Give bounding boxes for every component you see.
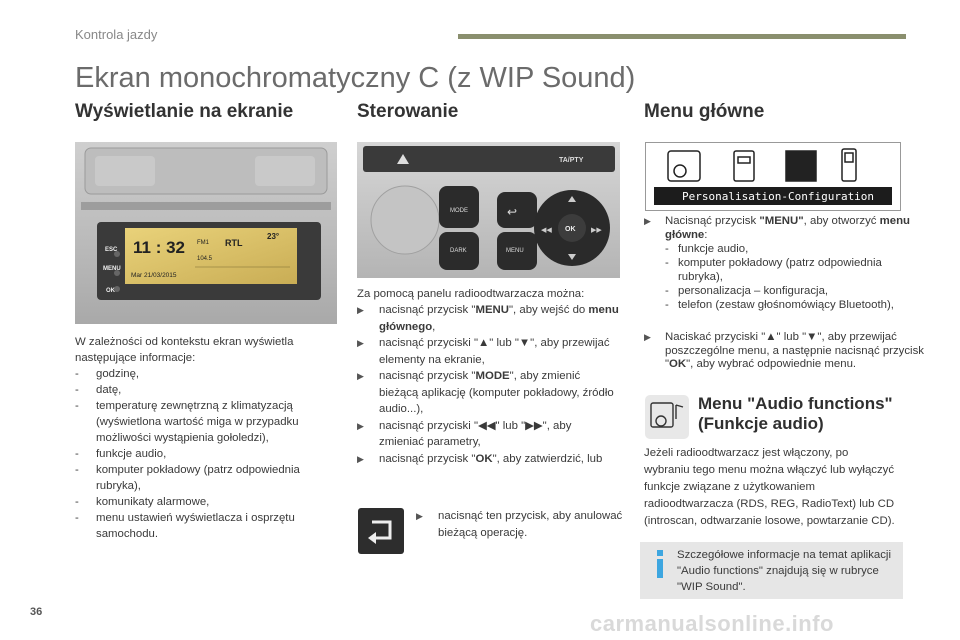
info-text: Szczegółowe informacje na temat aplikacj…	[677, 549, 891, 593]
list-item: ▶nacisnąć przycisk "MENU", aby wejść do …	[357, 304, 619, 333]
back-button-small[interactable]	[497, 192, 537, 228]
ok-label: OK	[106, 288, 116, 294]
display-fm: FM1	[197, 240, 210, 246]
esc-label: ESC	[105, 247, 118, 253]
list-item: ▶nacisnąć przycisk "MODE", aby zmienić b…	[357, 370, 614, 415]
heading-main-menu: Menu główne	[644, 101, 765, 122]
info-icon	[657, 550, 663, 578]
display-date: Mar 21/03/2015	[131, 272, 177, 279]
dark-button-label: DARK	[450, 248, 467, 254]
page-number: 36	[30, 606, 43, 618]
display-intro: W zależności od kontekstu ekran wyświetl…	[75, 336, 294, 364]
page-title: Ekran monochromatyczny C (z WIP Sound)	[75, 62, 636, 94]
section-label: Kontrola jazdy	[75, 27, 158, 42]
info-box: Szczegółowe informacje na temat aplikacj…	[640, 542, 903, 599]
audio-functions-text: Jeżeli radioodtwarzacz jest włączony, po…	[644, 447, 895, 527]
audio-functions-icon	[645, 395, 689, 439]
main-menu-text-2: ▶Naciskać przyciski "▲" lub "▼", aby prz…	[644, 331, 924, 370]
back-button-text: ▶nacisnąć ten przycisk, aby anulować bie…	[416, 510, 623, 539]
list-item: komputer pokładowy (patrz odpowiednia ru…	[75, 462, 327, 494]
menu-button[interactable]	[497, 232, 537, 270]
watermark: carmanualsonline.info	[590, 611, 834, 636]
list-item: menu ustawień wyświetlacza i osprzętu sa…	[75, 510, 327, 542]
audio-functions-title: Menu "Audio functions" (Funkcje audio)	[698, 394, 893, 433]
controls-intro: Za pomocą panelu radioodtwarzacza można:	[357, 288, 585, 300]
control-panel-photo: TA/PTY MODE DARK ↩ MENU OK ◀◀ ▶▶	[357, 142, 620, 278]
svg-text:↩: ↩	[507, 205, 517, 219]
display-photo: ESC MENU OK 11 : 32 Mar 21/03/2015 FM1 R…	[75, 142, 337, 324]
back-button-icon	[358, 508, 404, 554]
ta-pty-label: TA/PTY	[559, 157, 584, 164]
dark-button[interactable]	[439, 232, 479, 270]
header-rule	[458, 34, 906, 39]
mode-button-label: MODE	[450, 208, 468, 214]
list-item: datę,	[75, 382, 327, 398]
display-info-list: godzinę, datę, temperaturę zewnętrzną z …	[75, 366, 327, 542]
menu-label: MENU	[103, 266, 121, 272]
list-item: personalizacja – konfiguracja,	[665, 284, 927, 298]
mode-button[interactable]	[439, 186, 479, 228]
display-time: 11 : 32	[133, 238, 185, 257]
heading-controls: Sterowanie	[357, 101, 459, 122]
main-menu-sublist: funkcje audio, komputer pokładowy (patrz…	[665, 242, 927, 312]
list-item: komputer pokładowy (patrz odpowiednia ru…	[665, 256, 927, 284]
return-arrow-icon	[368, 520, 392, 544]
menu-screen-label: Personalisation-Configuration	[682, 190, 875, 203]
list-item: komunikaty alarmowe,	[75, 494, 327, 510]
heading-display: Wyświetlanie na ekranie	[75, 101, 294, 122]
list-item: ▶nacisnąć przyciski "▲" lub "▼", aby prz…	[357, 337, 610, 366]
display-rtl: RTL	[225, 238, 243, 248]
list-item: ▶nacisnąć przycisk "OK", aby zatwierdzić…	[357, 452, 603, 465]
list-item: temperaturę zewnętrzną z klimatyzacją (w…	[75, 398, 327, 446]
menu-button-label: MENU	[506, 248, 524, 254]
settings-menu-icon	[785, 150, 817, 182]
main-menu-text-1: ▶Nacisnąć przycisk "MENU", aby otworzyć …	[644, 214, 927, 312]
ok-button-label: OK	[565, 226, 576, 233]
list-item: telefon (zestaw głośnomówiący Bluetooth)…	[665, 298, 927, 312]
svg-text:▶▶: ▶▶	[591, 226, 602, 234]
svg-text:◀◀: ◀◀	[541, 226, 552, 234]
computer-menu-icon	[733, 150, 755, 182]
list-item: ▶nacisnąć przyciski "◀◀" lub "▶▶", aby z…	[357, 419, 572, 449]
list-item: godzinę,	[75, 366, 327, 382]
display-freq: 104.5	[197, 256, 213, 262]
list-item: funkcje audio,	[75, 446, 327, 462]
list-item: funkcje audio,	[665, 242, 927, 256]
phone-menu-icon	[841, 148, 857, 182]
controls-list: ▶nacisnąć przycisk "MENU", aby wejść do …	[357, 302, 619, 467]
main-menu-screen: Personalisation-Configuration	[645, 142, 901, 211]
display-temp: 23°	[267, 232, 279, 241]
audio-menu-icon	[667, 150, 701, 182]
